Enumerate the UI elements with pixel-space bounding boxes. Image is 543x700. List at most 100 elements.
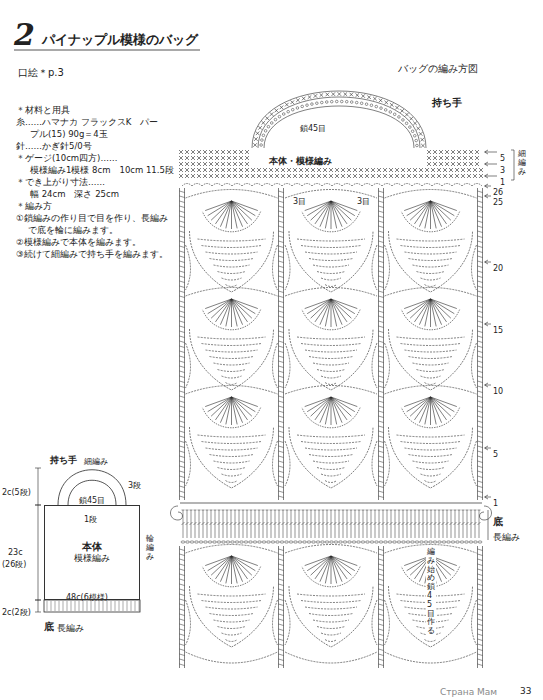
- fan-stitch: [205, 299, 231, 309]
- dc-tick: [180, 391, 185, 393]
- dc-tick: [180, 306, 185, 308]
- dc-tick: [180, 256, 185, 258]
- dc-tick: [379, 316, 384, 318]
- pineapple-row: [313, 461, 349, 463]
- dc-tick: [478, 456, 483, 458]
- dc-tick: [379, 654, 384, 656]
- sc-stitch: [413, 174, 417, 178]
- dc-tick: [478, 451, 483, 453]
- dc-bar: [222, 522, 225, 525]
- sc-stitch: [439, 150, 443, 154]
- sc-stitch: [308, 95, 312, 99]
- dc-tick: [180, 241, 185, 243]
- row-number: 5: [500, 154, 505, 163]
- sc-stitch: [179, 174, 183, 178]
- pineapple-row: [413, 363, 449, 365]
- pineapple-row: [305, 350, 357, 352]
- dc-top: [434, 510, 437, 511]
- dimension-box: 2c(5段): [2, 481, 31, 499]
- chain-stitch: [416, 144, 419, 147]
- pineapple-row: [301, 601, 361, 603]
- chain-loop: [472, 600, 477, 645]
- dc-tick: [180, 266, 185, 268]
- sc-stitch: [400, 109, 404, 113]
- sc-stitch: [305, 174, 309, 178]
- sc-stitch: [332, 92, 336, 96]
- chain-stitch: [320, 101, 323, 104]
- dc-top: [206, 510, 209, 511]
- dc-tick: [478, 441, 483, 443]
- fan-stitch: [331, 299, 355, 314]
- dc-tick: [478, 371, 483, 373]
- chain-arc: [322, 184, 332, 187]
- dc-tick: [180, 191, 185, 193]
- fan-stitch: [419, 201, 430, 227]
- pineapple-row: [214, 265, 250, 267]
- dc-bar: [254, 522, 257, 525]
- sc-stitch: [473, 174, 477, 178]
- row-arrow: [485, 497, 491, 498]
- dc-tick: [279, 376, 284, 378]
- sc-stitch: [389, 174, 393, 178]
- dc-tick: [379, 664, 384, 666]
- fan-stitch: [305, 556, 331, 566]
- fan-stitch: [419, 299, 430, 325]
- chain-stitch: [222, 541, 226, 543]
- fan-stitch: [231, 299, 232, 327]
- fan-stitch: [331, 397, 351, 416]
- dc-tick: [279, 321, 284, 323]
- dc-tick: [379, 191, 384, 193]
- base-hatch: [131, 601, 132, 611]
- dc-top: [378, 510, 381, 511]
- sc-stitch: [291, 100, 295, 104]
- dc-tick: [180, 569, 185, 571]
- sc-stitch: [347, 168, 351, 172]
- fan-stitch: [331, 556, 351, 575]
- dc-tick: [279, 624, 284, 626]
- part-name: 底: [44, 621, 54, 633]
- sc-stitch: [233, 162, 237, 166]
- dc-tick: [379, 366, 384, 368]
- chain-arc: [232, 184, 242, 187]
- dimension-line: [38, 600, 39, 612]
- chain-stitch: [361, 541, 365, 543]
- dc-tick: [180, 574, 185, 576]
- dc-bar: [426, 522, 429, 525]
- dc-tick: [478, 639, 483, 641]
- dc-stitch: [435, 510, 436, 538]
- fan-stitch: [231, 556, 232, 584]
- dc-tick: [180, 446, 185, 448]
- sc-stitch: [296, 98, 300, 102]
- dc-top: [254, 510, 257, 511]
- sc-stitch: [245, 150, 249, 154]
- pineapple-row: [226, 481, 238, 483]
- base-hatch: [71, 601, 72, 611]
- sc-stitch: [437, 168, 441, 172]
- dc-stitch: [255, 510, 256, 538]
- dc-top: [370, 510, 373, 511]
- dc-bar: [306, 522, 309, 525]
- dc-tick: [279, 496, 284, 498]
- chain-row: [182, 184, 482, 187]
- sc-stitch: [209, 156, 213, 160]
- dc-tick: [279, 206, 284, 208]
- chain-stitch: [348, 541, 352, 543]
- dc-tick: [279, 326, 284, 328]
- fan-stitch: [431, 397, 437, 424]
- dc-tick: [478, 574, 483, 576]
- chain-arc: [392, 184, 402, 187]
- dc-tick: [180, 481, 185, 483]
- dc-top: [194, 510, 197, 511]
- dc-top: [286, 510, 289, 511]
- dc-tick: [180, 236, 185, 238]
- dc-stitch: [271, 510, 272, 538]
- pineapple-row: [309, 259, 353, 261]
- arrow-head: [485, 495, 489, 499]
- sc-stitch: [215, 162, 219, 166]
- arrow-head: [485, 174, 489, 178]
- pineapple-outline: [389, 329, 473, 390]
- dc-top: [306, 510, 309, 511]
- sc-stitch: [323, 168, 327, 172]
- dc-top: [242, 510, 245, 511]
- chain-arc: [272, 184, 282, 187]
